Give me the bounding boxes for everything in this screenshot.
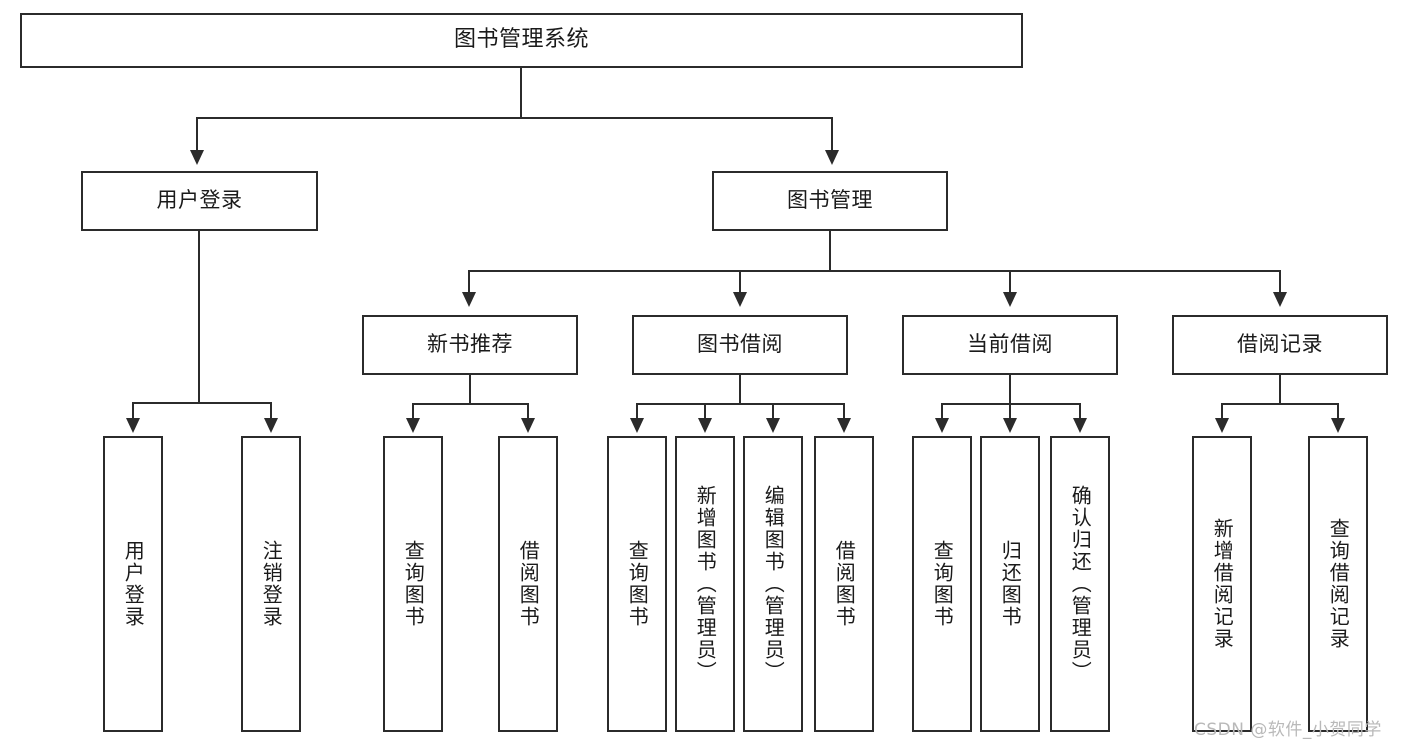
- node-label: 注销登录: [259, 540, 284, 628]
- node-label: 查询借阅记录: [1326, 518, 1351, 650]
- edge-bb-child-3: [772, 403, 774, 420]
- edge-new-book-recommend-stem: [469, 375, 471, 404]
- leaf-return-book[interactable]: 归还图书: [980, 436, 1040, 732]
- arrow-nbr-child-1: [406, 418, 420, 433]
- node-label: 编辑图书（管理员）: [761, 485, 786, 683]
- edge-root-stem: [520, 68, 522, 118]
- leaf-add-borrow-record[interactable]: 新增借阅记录: [1192, 436, 1252, 732]
- node-label: 图书借阅: [697, 332, 783, 357]
- leaf-query-book-recommend[interactable]: 查询图书: [383, 436, 443, 732]
- arrow-to-borrow-record: [1273, 292, 1287, 307]
- arrow-br-child-1: [1215, 418, 1229, 433]
- node-label: 新增借阅记录: [1210, 518, 1235, 650]
- edge-to-leaf-user-login: [132, 402, 134, 420]
- arrow-to-current-borrow: [1003, 292, 1017, 307]
- node-label: 查询图书: [401, 540, 426, 628]
- node-label: 当前借阅: [967, 332, 1053, 357]
- arrow-to-book-management: [825, 150, 839, 165]
- arrow-bb-child-4: [837, 418, 851, 433]
- leaf-confirm-return-admin[interactable]: 确认归还（管理员）: [1050, 436, 1110, 732]
- arrow-bb-child-3: [766, 418, 780, 433]
- leaf-logout[interactable]: 注销登录: [241, 436, 301, 732]
- arrow-to-leaf-user-login: [126, 418, 140, 433]
- node-label: 借阅图书: [832, 540, 857, 628]
- edge-to-leaf-logout: [270, 402, 272, 420]
- leaf-add-book-admin[interactable]: 新增图书（管理员）: [675, 436, 735, 732]
- arrow-to-user-login: [190, 150, 204, 165]
- arrow-to-book-borrow: [733, 292, 747, 307]
- leaf-user-login[interactable]: 用户登录: [103, 436, 163, 732]
- edge-br-child-1: [1221, 403, 1223, 420]
- node-current-borrow[interactable]: 当前借阅: [902, 315, 1118, 375]
- edge-to-new-book-recommend: [468, 270, 470, 294]
- edge-book-management-bus: [468, 270, 1280, 272]
- node-label: 图书管理系统: [453, 27, 589, 53]
- leaf-edit-book-admin[interactable]: 编辑图书（管理员）: [743, 436, 803, 732]
- node-label: 新书推荐: [427, 332, 513, 357]
- edge-book-borrow-bus: [636, 403, 845, 405]
- node-label: 用户登录: [156, 188, 243, 213]
- edge-root-to-user-login: [196, 117, 198, 152]
- edge-cb-child-3: [1079, 403, 1081, 420]
- edge-current-borrow-stem: [1009, 375, 1011, 404]
- node-book-management[interactable]: 图书管理: [712, 171, 948, 231]
- arrow-bb-child-2: [698, 418, 712, 433]
- arrow-cb-child-2: [1003, 418, 1017, 433]
- node-label: 借阅记录: [1237, 332, 1323, 357]
- edge-bb-child-4: [843, 403, 845, 420]
- node-label: 用户登录: [121, 540, 146, 628]
- edge-borrow-record-bus: [1221, 403, 1339, 405]
- arrow-to-leaf-logout: [264, 418, 278, 433]
- arrow-bb-child-1: [630, 418, 644, 433]
- edge-nbr-child-2: [527, 403, 529, 420]
- arrow-to-new-book-recommend: [462, 292, 476, 307]
- node-label: 新增图书（管理员）: [693, 485, 718, 683]
- node-label: 查询图书: [625, 540, 650, 628]
- node-user-login[interactable]: 用户登录: [81, 171, 318, 231]
- edge-user-login-stem: [198, 231, 200, 403]
- node-label: 确认归还（管理员）: [1068, 485, 1093, 683]
- node-label: 借阅图书: [516, 540, 541, 628]
- node-new-book-recommend[interactable]: 新书推荐: [362, 315, 578, 375]
- node-root-book-management-system[interactable]: 图书管理系统: [20, 13, 1023, 68]
- arrow-nbr-child-2: [521, 418, 535, 433]
- edge-current-borrow-bus: [941, 403, 1081, 405]
- node-label: 图书管理: [787, 188, 873, 213]
- edge-br-child-2: [1337, 403, 1339, 420]
- edge-new-book-recommend-bus: [412, 403, 529, 405]
- edge-nbr-child-1: [412, 403, 414, 420]
- leaf-query-book-borrow[interactable]: 查询图书: [607, 436, 667, 732]
- leaf-query-book-current[interactable]: 查询图书: [912, 436, 972, 732]
- edge-to-current-borrow: [1009, 270, 1011, 294]
- arrow-cb-child-1: [935, 418, 949, 433]
- arrow-cb-child-3: [1073, 418, 1087, 433]
- node-borrow-record[interactable]: 借阅记录: [1172, 315, 1388, 375]
- edge-bb-child-2: [704, 403, 706, 420]
- node-label: 归还图书: [998, 540, 1023, 628]
- edge-to-book-borrow: [739, 270, 741, 294]
- edge-to-borrow-record: [1279, 270, 1281, 294]
- csdn-watermark: CSDN @软件_小贺同学: [1194, 720, 1382, 740]
- leaf-borrow-book[interactable]: 借阅图书: [814, 436, 874, 732]
- edge-bb-child-1: [636, 403, 638, 420]
- edge-book-management-stem: [829, 231, 831, 271]
- edge-cb-child-2: [1009, 403, 1011, 420]
- leaf-query-borrow-record[interactable]: 查询借阅记录: [1308, 436, 1368, 732]
- edge-root-to-book-management: [831, 117, 833, 152]
- leaf-borrow-book-recommend[interactable]: 借阅图书: [498, 436, 558, 732]
- arrow-br-child-2: [1331, 418, 1345, 433]
- edge-user-login-bus: [133, 402, 271, 404]
- edge-root-bus: [197, 117, 833, 119]
- edge-cb-child-1: [941, 403, 943, 420]
- node-label: 查询图书: [930, 540, 955, 628]
- node-book-borrow[interactable]: 图书借阅: [632, 315, 848, 375]
- edge-book-borrow-stem: [739, 375, 741, 404]
- edge-borrow-record-stem: [1279, 375, 1281, 404]
